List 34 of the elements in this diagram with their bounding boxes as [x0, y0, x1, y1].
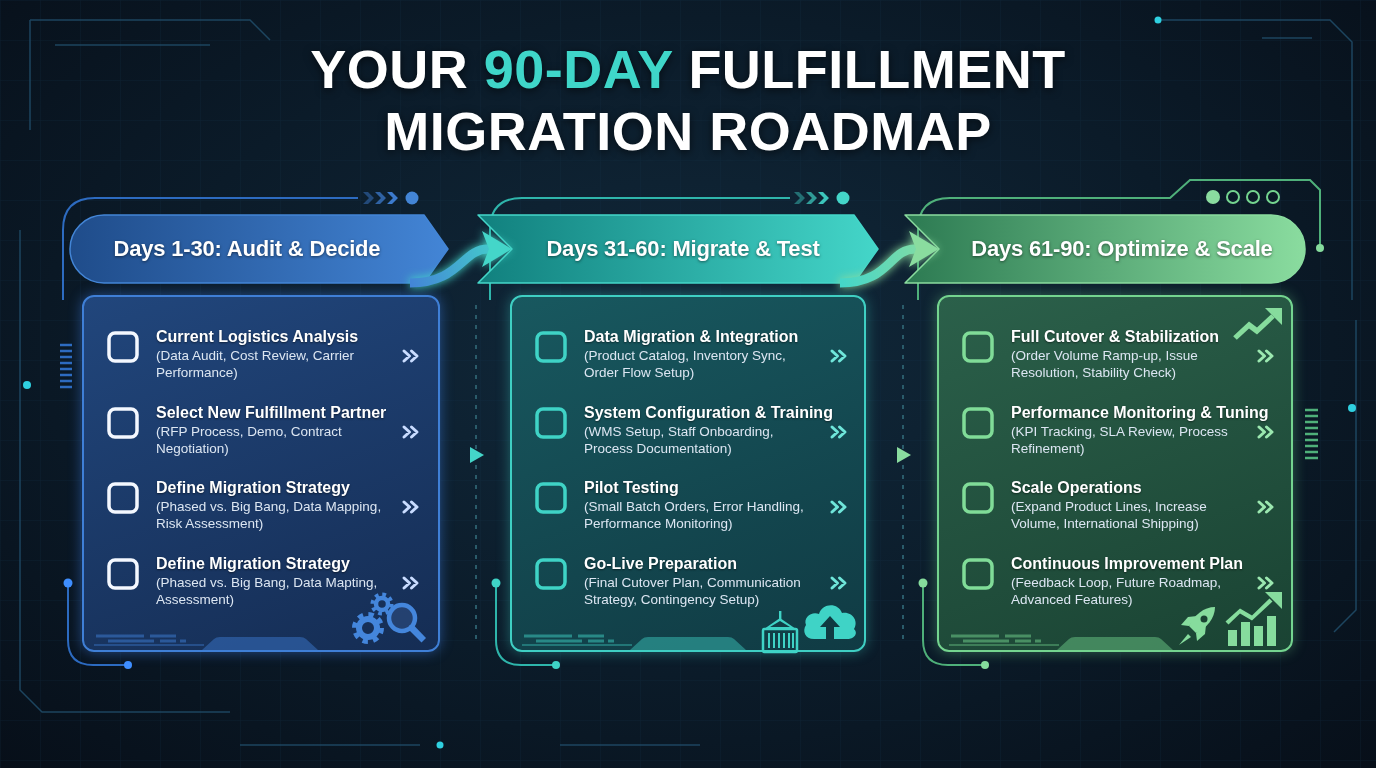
task-details: (Data Audit, Cost Review, Carrier Performance)	[156, 347, 356, 381]
task-title: Select New Fulfillment Partner	[156, 402, 387, 423]
phase-panel	[937, 295, 1293, 652]
task-details: (RFP Process, Demo, Contract Negotiation)	[156, 422, 343, 457]
title: YOUR 90-DAY FULFILLMENT MIGRATION ROADMAP	[309, 38, 1067, 162]
task-title: Performance Monitoring & Tuning	[1011, 402, 1269, 423]
phase-heading: Days 31-60: Migrate & Test	[546, 236, 820, 262]
task-title: Pilot Testing	[584, 478, 679, 498]
task-details: (Phased vs. Big Bang, Data Mapting, Assessment)	[156, 573, 379, 608]
task-title: Continuous Improvement Plan	[1011, 553, 1243, 574]
task-title: Define Migration Strategy	[156, 553, 350, 574]
task-details: (Order Volume Ramp-up, Issue Resolution, Stability Check)	[1011, 347, 1199, 381]
phase-heading: Days 61-90: Optimize & Scale	[971, 236, 1273, 262]
task-title: Go-Live Preparation	[584, 553, 737, 574]
phase-panel	[82, 295, 440, 652]
phase-banner	[70, 215, 448, 283]
task-title: Define Migration Strategy	[156, 478, 350, 498]
task-title: Current Logistics Analysis	[156, 327, 359, 347]
phase-banner	[478, 215, 878, 283]
phase-banner	[905, 215, 1305, 283]
task-title: System Configuration & Training	[584, 402, 833, 423]
task-details: (Feedback Loop, Future Roadmap, Advanced Features)	[1011, 573, 1223, 608]
phase-heading: Days 1-30: Audit & Decide	[113, 236, 381, 262]
task-details: (WMS Setup, Staff Onboarding, Process Documentation)	[584, 422, 775, 457]
task-title: Full Cutover & Stabilization	[1011, 327, 1219, 347]
task-title: Data Migration & Integration	[584, 327, 799, 347]
task-details: (Final Cutover Plan, Communication Strategy, Contingency Setup)	[584, 573, 802, 608]
task-title: Scale Operations	[1011, 478, 1142, 498]
phase-panel	[510, 295, 866, 652]
task-details: (Small Batch Orders, Error Handling, Performance Monitoring)	[584, 498, 805, 532]
task-details: (Product Catalog, Inventory Sync, Order Flow Setup)	[584, 347, 787, 381]
task-details: (KPI Tracking, SLA Review, Process Refinement)	[1011, 422, 1229, 457]
task-details: (Phased vs. Big Bang, Data Mapping, Risk Assessment)	[156, 498, 383, 532]
task-details: (Expand Product Lines, Increase Volume, International Shipping)	[1011, 498, 1208, 532]
